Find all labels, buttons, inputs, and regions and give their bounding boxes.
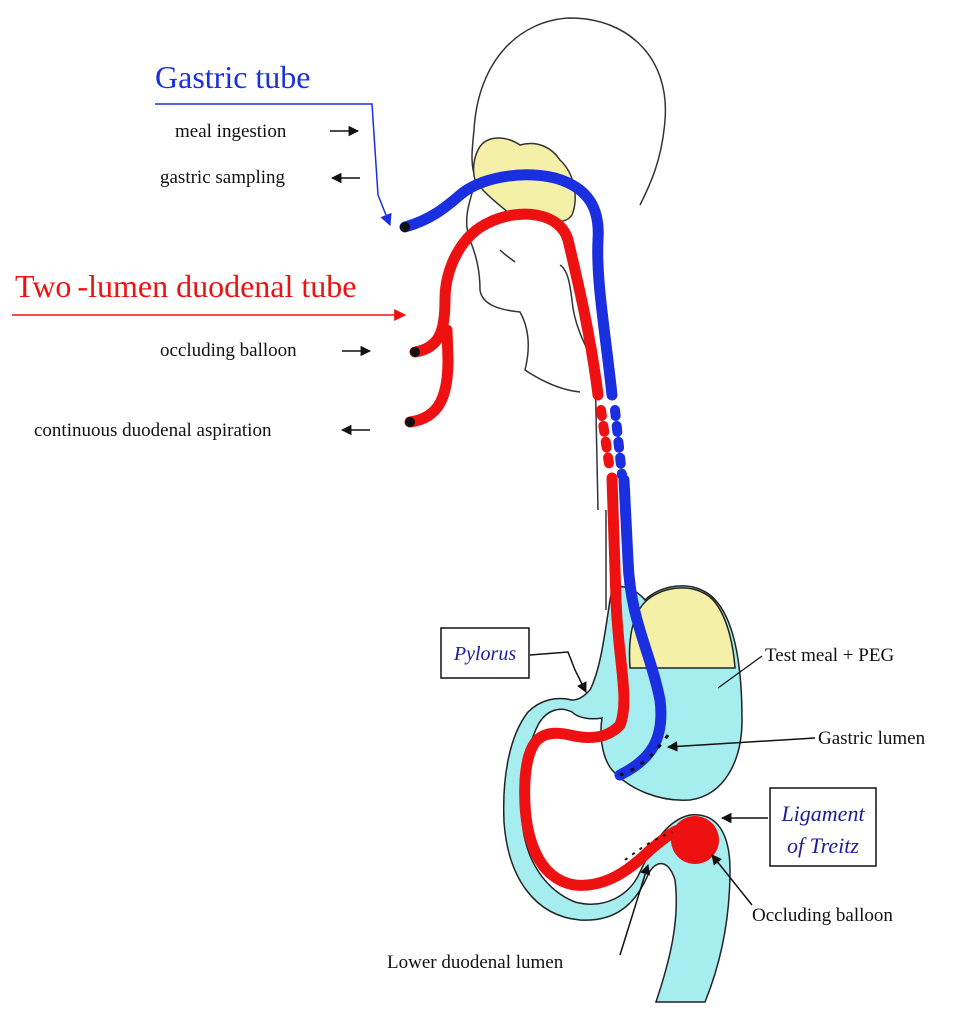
duodenal-title-rest: lumen duodenal tube: [88, 268, 356, 304]
gastric-lumen-label: Gastric lumen: [818, 728, 926, 749]
occluding-balloon-port-label: occluding balloon: [160, 340, 297, 361]
pylorus-label: Pylorus: [453, 643, 516, 665]
gastric-tube-title: Gastric tube: [155, 59, 311, 95]
duodenal-tube-title: Two-lumen duodenal tube: [15, 268, 356, 304]
duodenal-port-balloon: [410, 347, 420, 357]
duodenal-port-aspiration: [405, 417, 415, 427]
ligament-label-line2: of Treitz: [787, 833, 859, 858]
pylorus-pointer: [530, 652, 586, 692]
continuous-aspiration-label: continuous duodenal aspiration: [34, 420, 272, 441]
duodenal-tube-dotted: [601, 410, 610, 470]
occluding-balloon-shape: [671, 816, 719, 864]
gastric-tube-port: [400, 222, 410, 232]
occluding-balloon-label: Occluding balloon: [752, 905, 893, 926]
duodenal-title-prefix: Two: [15, 268, 71, 304]
gastric-tube-dotted: [615, 410, 622, 475]
lower-duodenal-lumen-arrow: [620, 865, 648, 955]
gastric-sampling-label: gastric sampling: [160, 167, 286, 188]
lower-duodenal-lumen-label: Lower duodenal lumen: [387, 952, 564, 973]
meal-ingestion-label: meal ingestion: [175, 121, 287, 142]
ligament-label-line1: Ligament: [780, 801, 865, 826]
duodenal-title-dash: -: [77, 268, 88, 304]
test-meal-label: Test meal + PEG: [765, 645, 894, 666]
